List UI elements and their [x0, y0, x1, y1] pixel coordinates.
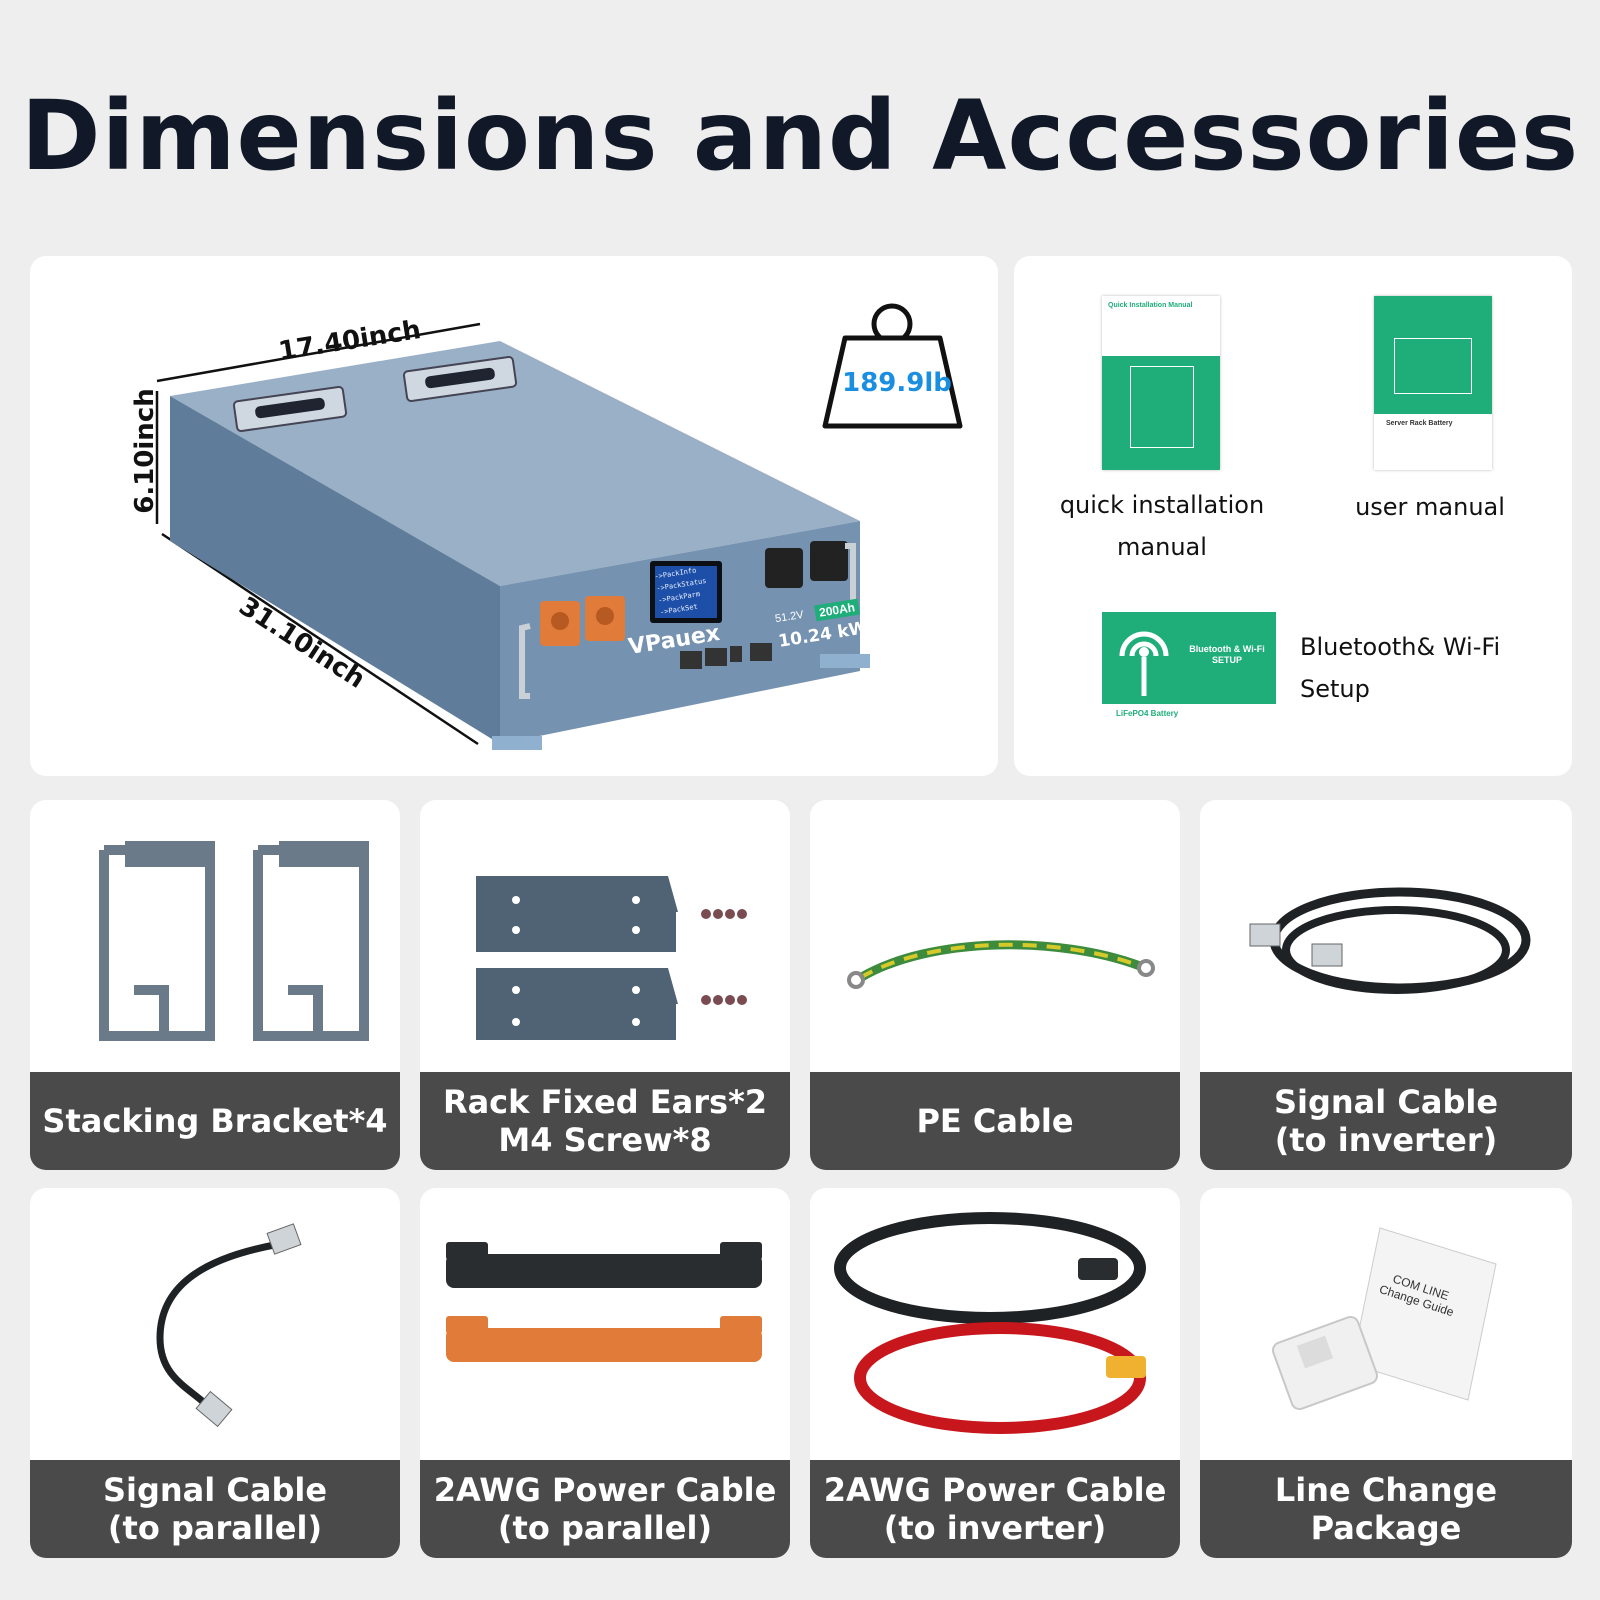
stacking-bracket-image: [99, 841, 369, 1041]
battery-dimensions-card: 17.40inch 6.10inch 31.10inch 189.9lb VPa…: [30, 256, 998, 776]
line-change-package-image: [1271, 1227, 1497, 1411]
dim-height-label: 6.10inch: [129, 388, 160, 514]
accessory-card: 2AWG Power Cable (to inverter): [810, 1188, 1180, 1558]
bt-setup-label: Bluetooth& Wi-Fi Setup: [1300, 633, 1501, 703]
battery-illustration: [155, 303, 963, 750]
user-manual-cover-title: Server Rack Battery: [1386, 420, 1453, 427]
user-manual-cover: Server Rack Battery: [1374, 296, 1492, 470]
accessory-label: 2AWG Power Cable (to parallel): [420, 1460, 790, 1558]
accessory-card: Signal Cable (to inverter): [1200, 800, 1572, 1170]
dim-line-width: [156, 322, 481, 383]
bt-setup-card-title: Bluetooth & Wi-Fi SETUP: [1189, 644, 1265, 665]
accessory-label: Rack Fixed Ears*2 M4 Screw*8: [420, 1072, 790, 1170]
quick-manual-cover-title: Quick Installation Manual: [1108, 302, 1193, 309]
signal-cable-inverter-image: [1249, 887, 1531, 994]
signal-cable-parallel-image: [156, 1223, 302, 1428]
rack-ears-image: [476, 876, 747, 1040]
power-cable-inverter-image: [834, 1212, 1146, 1434]
accessory-label: Line Change Package: [1200, 1460, 1572, 1558]
power-cable-parallel-image: [446, 1242, 762, 1362]
page-title: Dimensions and Accessories: [20, 80, 1580, 192]
weight-icon: [822, 303, 963, 429]
weight-value: 189.9lb: [842, 368, 952, 398]
wifi-signal-icon: [1119, 631, 1169, 696]
accessory-card: Signal Cable (to parallel): [30, 1188, 400, 1558]
accessory-card: Stacking Bracket*4: [30, 800, 400, 1170]
accessory-label: Signal Cable (to inverter): [1200, 1072, 1572, 1170]
accessory-card: Rack Fixed Ears*2 M4 Screw*8: [420, 800, 790, 1170]
pe-cable-image: [847, 940, 1155, 989]
accessory-label: 2AWG Power Cable (to inverter): [810, 1460, 1180, 1558]
accessory-label: Signal Cable (to parallel): [30, 1460, 400, 1558]
documents-card: Quick Installation Manual quick installa…: [1014, 256, 1572, 776]
accessory-label: Stacking Bracket*4: [30, 1072, 400, 1170]
accessory-label: PE Cable: [810, 1072, 1180, 1170]
bt-setup-card: Bluetooth & Wi-Fi SETUP LiFePO4 Battery: [1102, 612, 1276, 726]
dim-line-depth: [161, 532, 479, 746]
quick-manual-cover: Quick Installation Manual: [1102, 296, 1220, 470]
bt-setup-card-footer: LiFePO4 Battery: [1116, 709, 1179, 718]
battery-screen: ->PackInfo ->PackStatus ->PackParm ->Pac…: [654, 562, 721, 619]
accessory-card: COM LINE Change Guide Line Change Packag…: [1200, 1188, 1572, 1558]
accessory-card: 2AWG Power Cable (to parallel): [420, 1188, 790, 1558]
user-manual-label: user manual: [1355, 493, 1505, 521]
accessory-card: PE Cable: [810, 800, 1180, 1170]
screw-icon: [701, 909, 747, 1005]
quick-manual-label: quick installation manual: [1059, 491, 1265, 561]
